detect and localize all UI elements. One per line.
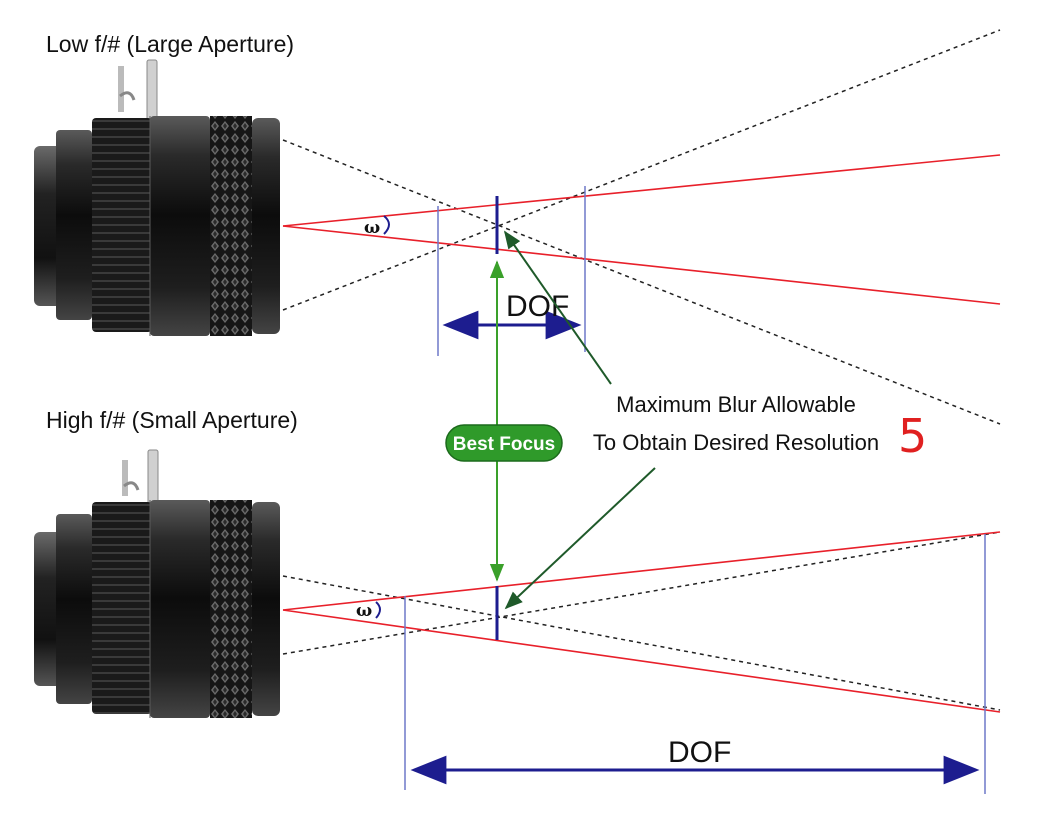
camera-lens-icon (34, 449, 280, 718)
blur-pointer-top (503, 230, 612, 385)
bottom-omega-label: ω (356, 601, 372, 621)
angle-arc-icon (375, 601, 381, 619)
best-focus-label: Best Focus (453, 434, 555, 455)
angle-arc-icon (383, 215, 390, 235)
top-omega-label: ω (364, 218, 380, 238)
top-ray-diagram (282, 29, 1001, 425)
top-dof-label: DOF (506, 290, 569, 323)
top-title: Low f/# (Large Aperture) (46, 31, 294, 57)
blur-note-line2: To Obtain Desired Resolution (593, 430, 879, 455)
best-focus-badge (445, 424, 563, 462)
bottom-ray-diagram (282, 531, 1001, 794)
blur-note-line1: Maximum Blur Allowable (616, 392, 856, 417)
camera-lens-icon (34, 59, 280, 336)
bottom-title: High f/# (Small Aperture) (46, 407, 298, 433)
bottom-dof-label: DOF (668, 736, 731, 769)
handwritten-annotation: 5 (898, 409, 927, 463)
blur-pointer-bottom (504, 467, 656, 610)
